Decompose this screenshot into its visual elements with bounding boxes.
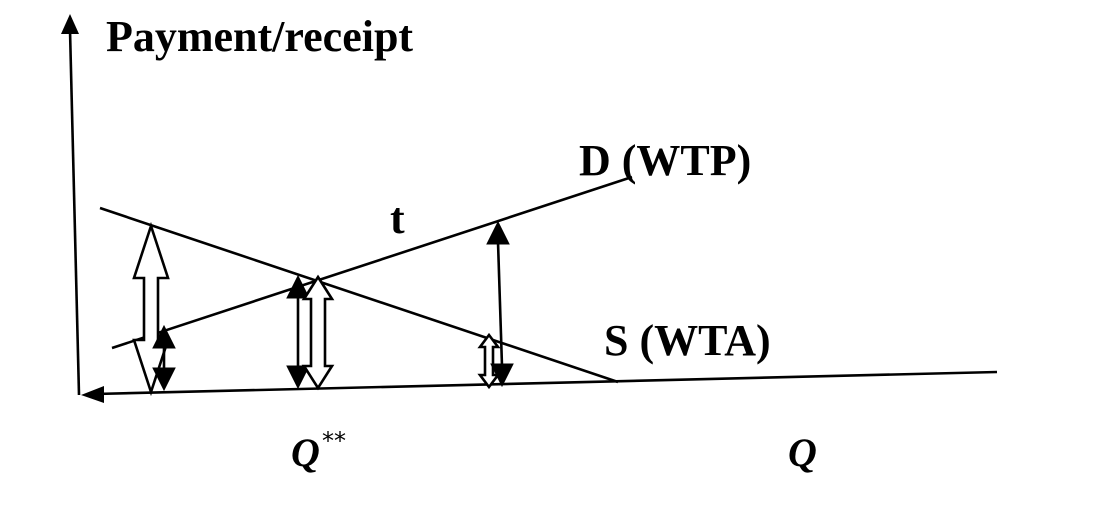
marked-quantity-q: Q	[291, 430, 320, 475]
y-axis-line	[68, 29, 81, 396]
arrowhead-up-icon	[486, 220, 510, 245]
solid-double-arrow-icon	[486, 220, 514, 388]
arrowhead-down-icon	[152, 367, 176, 392]
falling-curve	[99, 206, 619, 384]
tax-label: t	[390, 194, 405, 243]
hollow-double-arrow-icon	[301, 274, 335, 391]
y-axis-label: Payment/receipt	[106, 12, 413, 61]
x-axis-label: Q	[788, 430, 817, 475]
arrowhead-up-icon	[152, 324, 176, 349]
arrowhead-down-icon	[286, 365, 310, 390]
hollow-double-arrow-icon	[477, 332, 501, 390]
arrowhead-up-icon	[286, 274, 310, 299]
y-axis-arrowhead-icon	[61, 14, 79, 34]
hollow-double-arrow-icon	[132, 221, 170, 397]
supply-curve-label: S (WTA)	[604, 316, 771, 365]
y-axis	[61, 14, 81, 396]
arrow-shaft	[496, 241, 504, 367]
solid-double-arrow-icon	[286, 274, 310, 390]
demand-curve	[111, 175, 633, 350]
arrows-group	[132, 220, 514, 397]
demand-curve-label: D (WTP)	[579, 136, 751, 185]
x-axis-line	[94, 370, 998, 396]
x-axis-arrowhead-icon	[81, 386, 104, 403]
marked-quantity-label: Q **	[291, 427, 346, 475]
x-axis	[81, 370, 998, 403]
marked-quantity-superscript: **	[322, 427, 346, 455]
solid-double-arrow-icon	[152, 324, 176, 392]
arrowhead-down-icon	[490, 363, 514, 388]
